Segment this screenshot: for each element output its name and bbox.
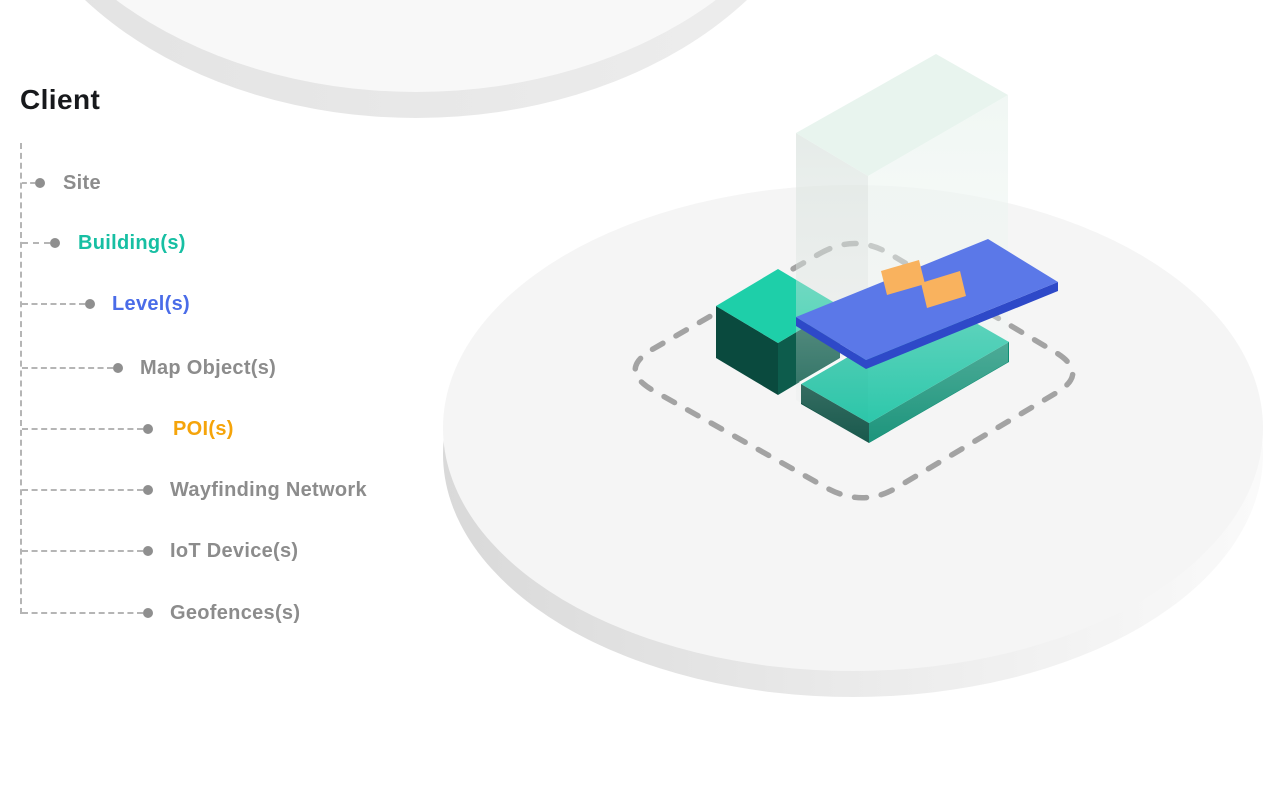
hierarchy-tree: Site Building(s) Level(s) Map Object(s) … bbox=[0, 0, 460, 700]
tree-connector-line bbox=[22, 612, 143, 614]
tree-node-dot bbox=[113, 363, 123, 373]
poi-marker-1 bbox=[881, 260, 925, 295]
prism-left-face bbox=[796, 133, 868, 443]
tree-item-label: Site bbox=[63, 172, 101, 194]
tree-node-dot bbox=[143, 608, 153, 618]
tree-trunk-line bbox=[20, 143, 22, 614]
tree-connector-line bbox=[22, 367, 113, 369]
tree-item-label: Geofences(s) bbox=[170, 602, 301, 624]
page-title: Client bbox=[20, 84, 101, 115]
secondary-site-disc-top bbox=[116, 0, 716, 92]
building-cube-left-face bbox=[716, 306, 778, 395]
tree-connector-line bbox=[22, 182, 35, 184]
prism-top-face bbox=[796, 54, 1008, 176]
tree-connector-line bbox=[22, 489, 143, 491]
tree-node-dot bbox=[85, 299, 95, 309]
poi-marker-2 bbox=[921, 271, 966, 308]
tree-node-dot bbox=[50, 238, 60, 248]
tree-node-dot bbox=[143, 424, 153, 434]
tree-connector-line bbox=[22, 550, 143, 552]
tree-item-label: Level(s) bbox=[112, 293, 190, 315]
tree-item-label: IoT Device(s) bbox=[170, 540, 299, 562]
tree-connector-line bbox=[22, 428, 143, 430]
tree-item-label: Building(s) bbox=[78, 232, 186, 254]
tree-node-dot bbox=[35, 178, 45, 188]
tree-connector-line bbox=[22, 303, 85, 305]
tree-item-label: Map Object(s) bbox=[140, 357, 277, 379]
tree-item-label: POI(s) bbox=[173, 418, 234, 440]
tree-item-label: Wayfinding Network bbox=[170, 479, 367, 501]
tree-node-dot bbox=[143, 546, 153, 556]
level-plate-left-edge bbox=[796, 317, 866, 369]
level-plate bbox=[796, 239, 1058, 369]
level-plate-right-edge bbox=[866, 282, 1058, 369]
tree-node-dot bbox=[143, 485, 153, 495]
tree-connector-line bbox=[22, 242, 50, 244]
